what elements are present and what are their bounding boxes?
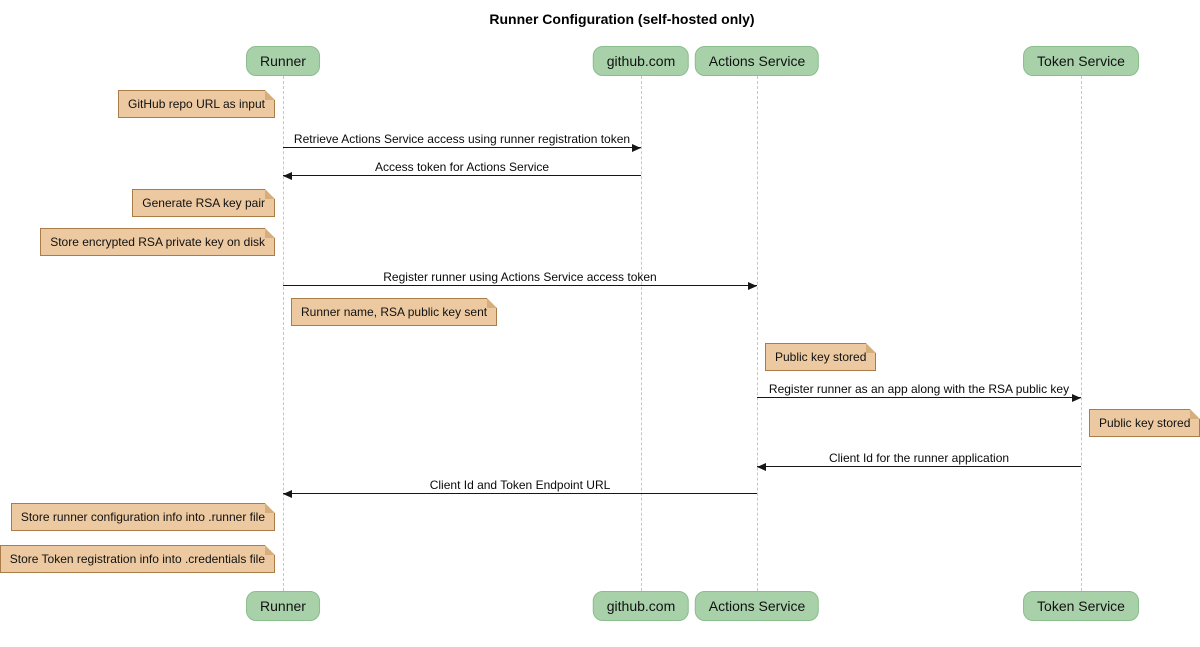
participant-github-bottom-box: github.com: [592, 591, 690, 621]
message-line-0: [283, 147, 641, 148]
arrowhead-icon: [748, 282, 757, 290]
message-label-0: Retrieve Actions Service access using ru…: [293, 132, 631, 146]
participant-actions-bottom-box: Actions Service: [694, 591, 820, 621]
participant-label: Runner: [260, 598, 306, 614]
lifeline-runner: [283, 76, 284, 591]
note-0: GitHub repo URL as input: [118, 90, 275, 118]
arrowhead-icon: [632, 144, 641, 152]
note-4: Public key stored: [765, 343, 877, 371]
note-label: Store encrypted RSA private key on disk: [50, 235, 265, 249]
participant-label: Actions Service: [708, 53, 806, 69]
participant-label: Runner: [260, 53, 306, 69]
note-3: Runner name, RSA public key sent: [291, 298, 498, 326]
note-5: Public key stored: [1089, 409, 1200, 437]
participant-label: Actions Service: [708, 598, 806, 614]
participant-actions-top-box: Actions Service: [694, 46, 820, 76]
participant-label: github.com: [606, 53, 676, 69]
lifeline-github: [641, 76, 642, 591]
message-line-3: [757, 397, 1081, 398]
participant-label: Token Service: [1037, 53, 1125, 69]
message-label-5: Client Id and Token Endpoint URL: [429, 478, 611, 492]
arrowhead-icon: [283, 172, 292, 180]
note-label: Store Token registration info into .cred…: [9, 552, 265, 566]
note-label: Store runner configuration info into .ru…: [20, 510, 265, 524]
message-line-4: [757, 466, 1081, 467]
note-label: Runner name, RSA public key sent: [301, 305, 488, 319]
participant-label: github.com: [606, 598, 676, 614]
message-line-2: [283, 285, 757, 286]
arrowhead-icon: [283, 490, 292, 498]
note-1: Generate RSA key pair: [132, 189, 275, 217]
participant-token-top-box: Token Service: [1023, 46, 1139, 76]
arrowhead-icon: [757, 463, 766, 471]
note-label: Public key stored: [775, 350, 867, 364]
participant-runner-top-box: Runner: [246, 46, 320, 76]
message-label-4: Client Id for the runner application: [828, 451, 1010, 465]
participant-runner-bottom-box: Runner: [246, 591, 320, 621]
participant-github-top-box: github.com: [592, 46, 690, 76]
message-line-1: [283, 175, 641, 176]
note-label: Public key stored: [1099, 416, 1191, 430]
message-label-2: Register runner using Actions Service ac…: [383, 270, 657, 284]
message-label-1: Access token for Actions Service: [374, 160, 550, 174]
note-label: GitHub repo URL as input: [128, 97, 265, 111]
participant-token-bottom-box: Token Service: [1023, 591, 1139, 621]
participant-label: Token Service: [1037, 598, 1125, 614]
message-line-5: [283, 493, 757, 494]
note-2: Store encrypted RSA private key on disk: [40, 228, 275, 256]
diagram-title: Runner Configuration (self-hosted only): [489, 11, 755, 27]
note-7: Store Token registration info into .cred…: [0, 545, 276, 573]
message-label-3: Register runner as an app along with the…: [768, 382, 1070, 396]
lifeline-actions: [757, 76, 758, 591]
note-label: Generate RSA key pair: [142, 196, 265, 210]
note-6: Store runner configuration info into .ru…: [10, 503, 276, 531]
lifeline-token: [1081, 76, 1082, 591]
arrowhead-icon: [1072, 394, 1081, 402]
